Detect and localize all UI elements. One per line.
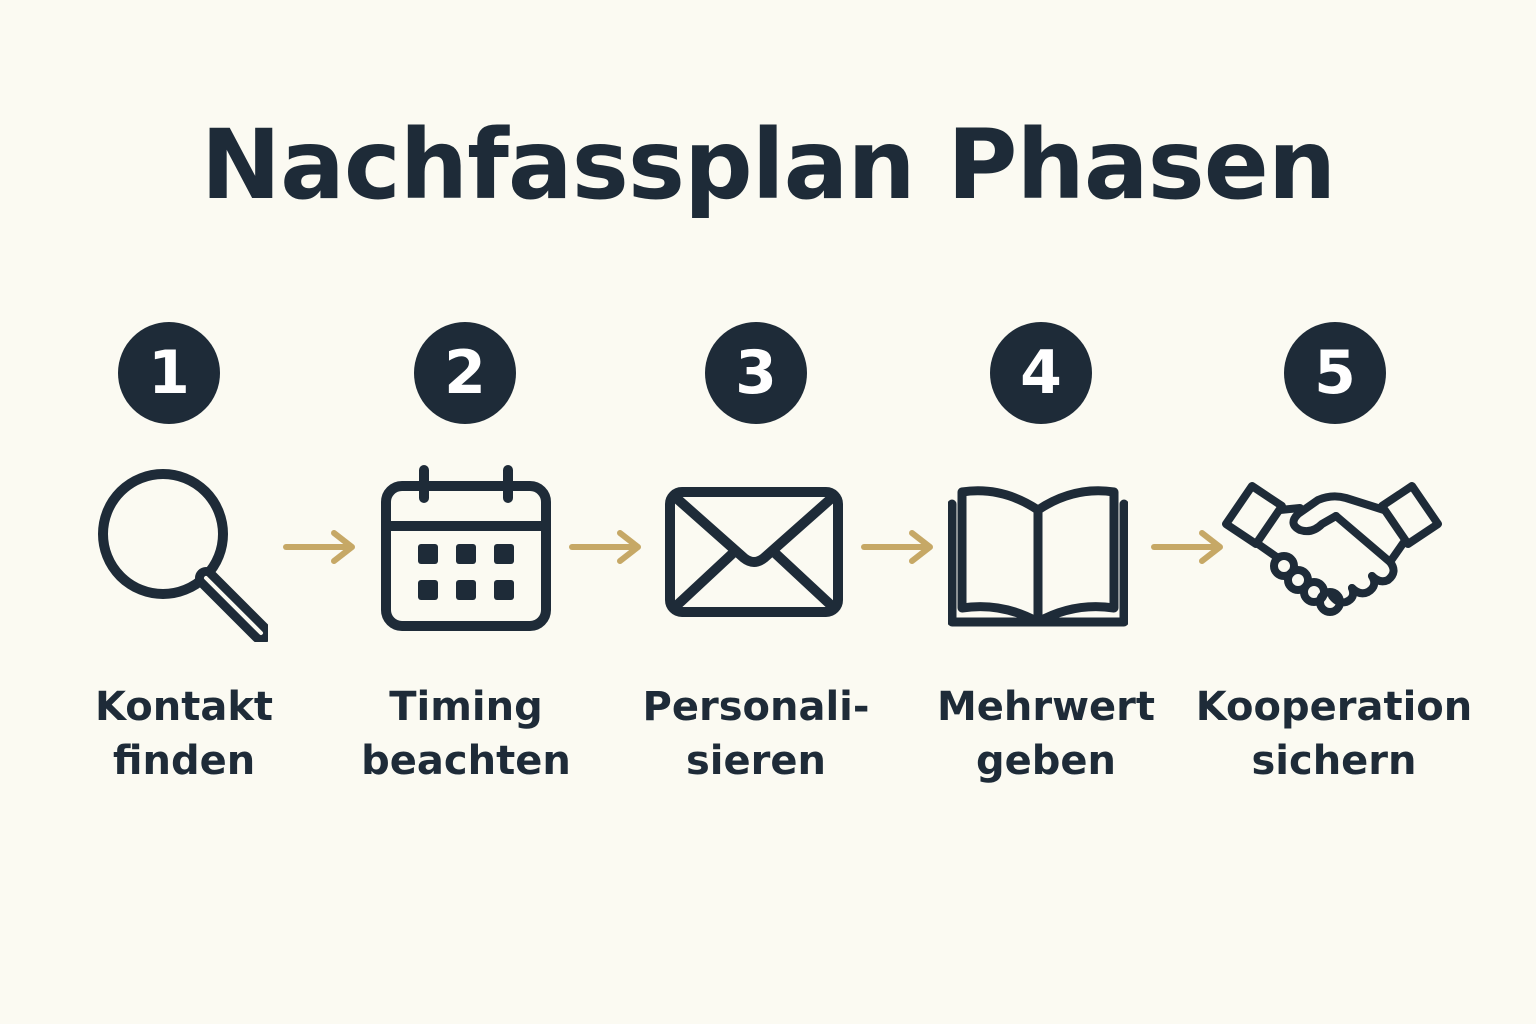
arrow-right-icon	[282, 527, 358, 567]
envelope-icon	[664, 462, 844, 642]
step-3-label-line-1: Personali-	[642, 684, 870, 730]
calendar-icon	[376, 462, 556, 642]
search-icon	[88, 462, 268, 642]
step-1-label: Kontakt finden	[44, 680, 324, 788]
step-2-number-badge: 2	[414, 322, 516, 424]
step-4-label-line-1: Mehrwert	[936, 684, 1156, 730]
open-book-icon	[948, 462, 1128, 642]
step-3-label-line-2: sieren	[686, 738, 826, 784]
step-4-label-line-2: geben	[976, 738, 1116, 784]
step-1-label-line-1: Kontakt	[94, 684, 274, 730]
step-5-label: Kooperation sichern	[1194, 680, 1474, 788]
step-5-label-line-1: Kooperation	[1195, 684, 1473, 730]
page-title: Nachfassplan Phasen	[200, 109, 1336, 221]
step-5-number-badge: 5	[1284, 322, 1386, 424]
step-2-label-line-1: Timing	[389, 684, 543, 730]
step-2-label: Timing beachten	[326, 680, 606, 788]
step-4-number-badge: 4	[990, 322, 1092, 424]
step-4-label: Mehrwert geben	[906, 680, 1186, 788]
step-3-number-badge: 3	[705, 322, 807, 424]
arrow-right-icon	[860, 527, 936, 567]
step-5-label-line-2: sichern	[1251, 738, 1417, 784]
step-2-label-line-2: beachten	[361, 738, 571, 784]
handshake-icon	[1222, 462, 1442, 642]
step-1-label-line-2: finden	[112, 738, 256, 784]
step-3-label: Personali- sieren	[616, 680, 896, 788]
step-1-number-badge: 1	[118, 322, 220, 424]
arrow-right-icon	[568, 527, 644, 567]
arrow-right-icon	[1150, 527, 1226, 567]
